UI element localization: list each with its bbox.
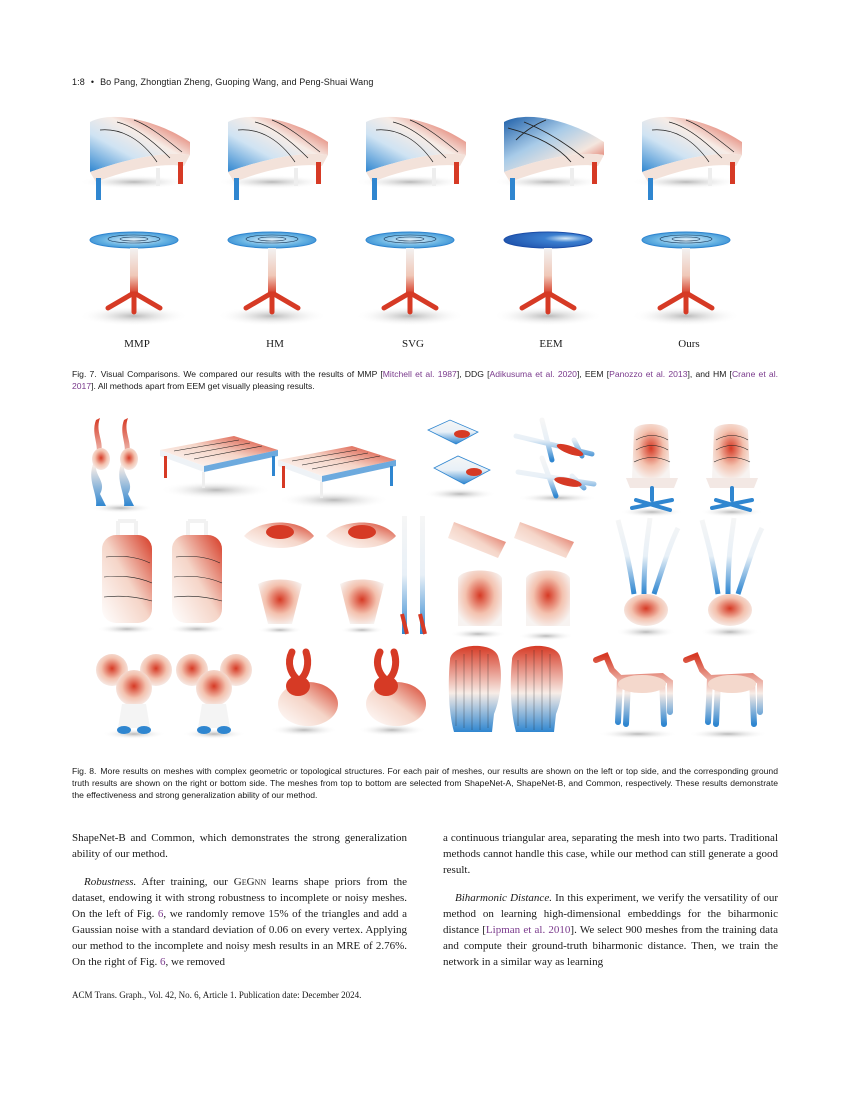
method-column-mmp: MMP: [72, 100, 202, 355]
method-name: GeGnn: [233, 876, 267, 888]
paragraph-heading: Biharmonic Distance.: [455, 892, 552, 904]
journal-footer: ACM Trans. Graph., Vol. 42, No. 6, Artic…: [72, 990, 362, 1000]
author-list: Bo Pang, Zhongtian Zheng, Guoping Wang, …: [100, 77, 374, 87]
citation-link[interactable]: Lipman et al. 2010: [485, 924, 571, 936]
text: In this experiment, we verify the versat…: [443, 892, 778, 936]
bunny-pair-render: [270, 648, 426, 736]
caption-label: Fig. 7.: [72, 369, 97, 379]
bullet-separator: •: [90, 77, 95, 87]
head-bust-pair-render: [448, 645, 563, 732]
method-column-eem: EEM: [486, 100, 616, 355]
citation-link[interactable]: Adikusuma et al. 2020: [489, 369, 577, 379]
caption-text: ], DDG [: [456, 369, 490, 379]
figure-7: MMP HM: [72, 100, 778, 355]
hat-and-cup-pairs-render: [244, 522, 396, 634]
skateboard-and-backpack-render: [448, 522, 574, 641]
caption-text: ]. All methods apart from EEM get visual…: [91, 381, 315, 391]
figure-8: [72, 412, 778, 752]
table-render: [160, 436, 278, 499]
figure-ref-link[interactable]: 6: [160, 956, 166, 968]
suitcase-pair-render: [97, 519, 227, 634]
citation-link[interactable]: Crane et al. 2017: [72, 369, 778, 391]
method-column-svg: SVG: [348, 100, 478, 355]
text: learns shape priors from the dataset, en…: [72, 876, 408, 920]
airplane-pair-render: [513, 417, 597, 503]
bench-and-table-render-ours: [631, 116, 742, 326]
office-chair-pair-render: [620, 424, 764, 517]
bench-and-table-render-eem: [493, 116, 604, 326]
citation-link[interactable]: Mitchell et al. 1987: [382, 369, 457, 379]
table-render: [278, 446, 396, 509]
method-label: SVG: [401, 338, 424, 350]
method-label: EEM: [539, 338, 563, 350]
page-number: 1:8: [72, 77, 85, 87]
left-text-column: ShapeNet-B and Common, which demonstrate…: [72, 830, 407, 982]
bench-and-table-render-hm: [217, 116, 328, 326]
caption-label: Fig. 8.: [72, 766, 97, 776]
running-head: 1:8 • Bo Pang, Zhongtian Zheng, Guoping Wa…: [72, 77, 374, 87]
method-column-hm: HM: [210, 100, 340, 355]
paragraph-biharmonic: Biharmonic Distance. In this experiment,…: [443, 890, 778, 970]
text: After training, our: [136, 876, 234, 888]
caption-text: More results on meshes with complex geom…: [72, 766, 778, 800]
method-column-ours: Ours: [624, 100, 754, 355]
caption-text: ], EEM [: [576, 369, 610, 379]
method-label: Ours: [678, 338, 700, 350]
bench-and-table-render-svg: [355, 116, 466, 326]
bench-and-table-render-mmp: [79, 116, 190, 326]
car-pair-render: [424, 419, 496, 500]
paragraph-heading: Robustness.: [84, 876, 137, 888]
plant-pair-render: [615, 517, 765, 638]
paragraph-robustness: Robustness. After training, our GeGnn le…: [72, 874, 407, 970]
mouse-pair-render: [96, 654, 252, 739]
right-text-column: a continuous triangular area, separating…: [443, 830, 778, 982]
figure-ref-link[interactable]: 6: [157, 908, 164, 920]
method-label: MMP: [124, 338, 150, 350]
stick-pair-render: [400, 516, 427, 635]
paragraph: ShapeNet-B and Common, which demonstrate…: [72, 832, 407, 860]
text: , we randomly remove 15% of the triangle…: [72, 908, 407, 968]
citation-link[interactable]: Panozzo et al. 2013: [609, 369, 688, 379]
text: , we removed: [165, 956, 226, 968]
caption-text: Visual Comparisons. We compared our resu…: [100, 369, 383, 379]
vase-pair-render: [89, 418, 153, 513]
caption-text: ], and HM [: [687, 369, 732, 379]
figure-8-caption: Fig. 8.More results on meshes with compl…: [72, 765, 778, 801]
method-label: HM: [266, 338, 284, 350]
figure-7-caption: Fig. 7.Visual Comparisons. We compared o…: [72, 368, 778, 392]
horse-pair-render: [593, 652, 768, 739]
paragraph: a continuous triangular area, separating…: [443, 832, 778, 876]
text: ]. We select 900 meshes from the trainin…: [443, 924, 778, 968]
